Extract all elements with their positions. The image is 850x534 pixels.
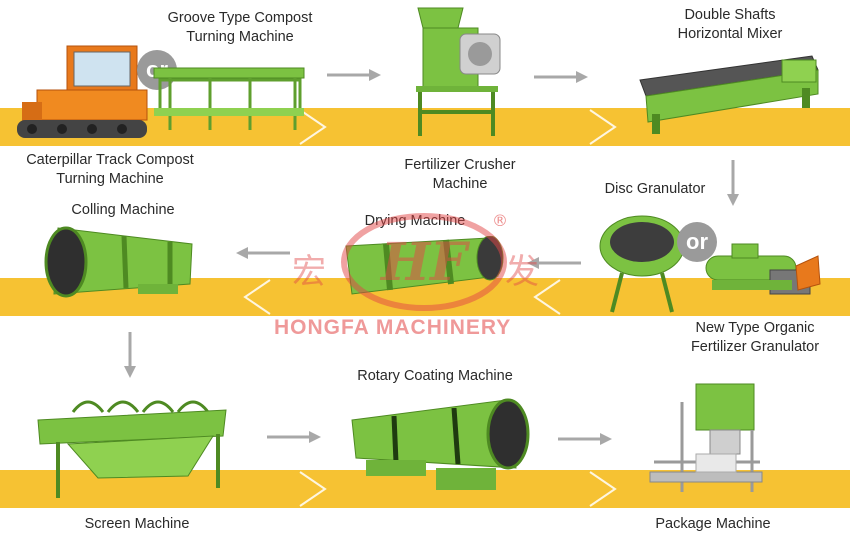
mixer-icon: [639, 55, 819, 134]
watermark-registered: ®: [492, 211, 508, 230]
watermark-company: HONGFA MACHINERY: [274, 316, 512, 339]
coating-drum-icon: [351, 398, 530, 490]
caterpillar-turner-icon: [17, 45, 148, 138]
rotary-dryer-icon: [345, 236, 504, 295]
rotary-cooler-icon: [44, 226, 193, 298]
organic-granulator-icon: [705, 243, 821, 295]
arrow-right-4: [558, 433, 612, 445]
label-mixer: Double Shafts Horizontal Mixer: [677, 7, 783, 42]
arrow-right-2: [534, 71, 588, 83]
compost-turner-icon: [153, 67, 305, 130]
packaging-icon: [649, 383, 763, 492]
watermark-logo-text: HF: [379, 232, 470, 293]
watermark-logo: HF ®: [341, 211, 508, 311]
label-screen: Screen Machine: [84, 516, 190, 532]
or-badge-2: or: [677, 222, 717, 262]
disc-granulator-icon: [599, 215, 685, 313]
label-new-granulator: New Type Organic Fertilizer Granulator: [690, 320, 820, 355]
arrow-right-1: [327, 69, 381, 81]
arrow-right-3: [267, 431, 321, 443]
arrow-down-1: [727, 160, 739, 206]
label-crusher: Fertilizer Crusher Machine: [404, 157, 516, 192]
watermark-cn-left: 宏: [292, 252, 326, 292]
arrow-down-2: [124, 332, 136, 378]
crusher-icon: [416, 7, 501, 136]
label-disc-granulator: Disc Granulator: [604, 181, 706, 197]
screen-icon: [37, 400, 227, 498]
label-colling: Colling Machine: [71, 202, 175, 218]
arrow-left-2: [236, 247, 290, 259]
label-package: Package Machine: [655, 516, 771, 532]
label-caterpillar: Caterpillar Track Compost Turning Machin…: [26, 152, 194, 187]
label-groove-type: Groove Type Compost Turning Machine: [167, 10, 313, 45]
watermark-cn-right: 发: [505, 252, 539, 292]
label-coating: Rotary Coating Machine: [357, 368, 513, 384]
arrow-left-1: [527, 257, 581, 269]
